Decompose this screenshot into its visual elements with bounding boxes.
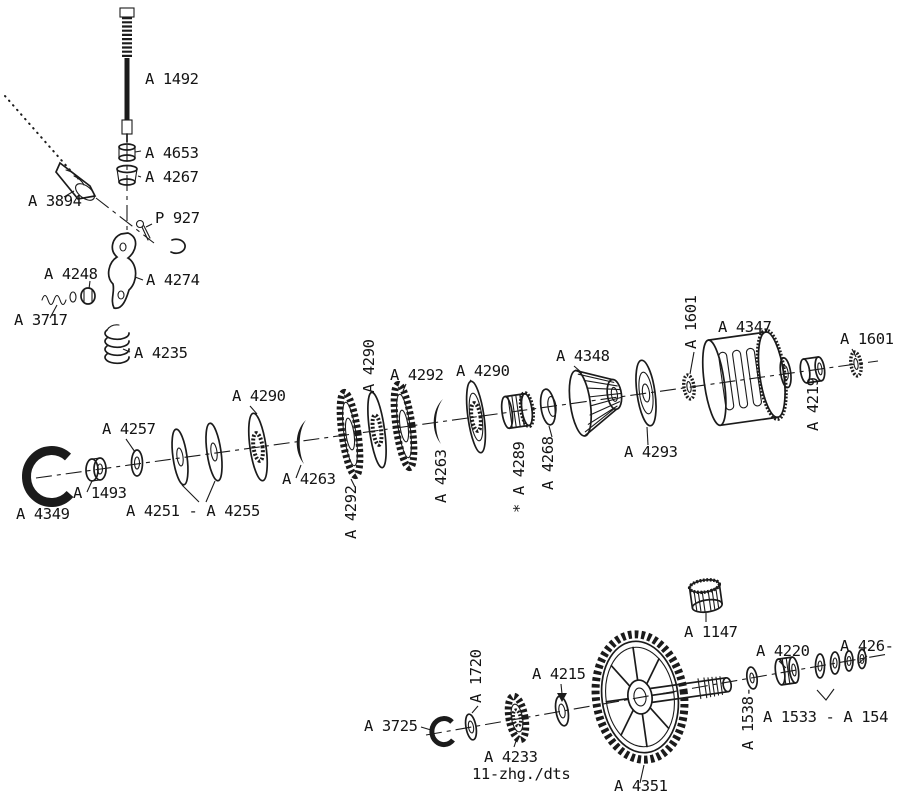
part-clutch-drum xyxy=(701,328,792,427)
part-label-a4263-right: A 4263 xyxy=(432,449,450,503)
part-splined-hub xyxy=(500,391,535,430)
leader-lines xyxy=(49,150,868,784)
part-label-a1493: A 1493 xyxy=(73,484,127,502)
part-label-a4290-stack-top: A 4290 xyxy=(360,339,378,393)
part-lock-washer-right xyxy=(849,350,863,378)
part-label-a426x: A 426- xyxy=(840,637,894,655)
part-label-a4220: A 4220 xyxy=(756,642,810,660)
part-label-a4351: A 4351 xyxy=(614,777,668,795)
part-cotter-pin xyxy=(135,219,151,241)
part-label-a1538: A 1538- xyxy=(739,687,757,750)
part-label-a4292-bottom: A 4292 xyxy=(342,485,360,539)
part-label-a4267: A 4267 xyxy=(145,168,199,186)
part-pressure-plate xyxy=(635,359,657,427)
part-label-a4233: A 4233 xyxy=(484,748,538,766)
part-label-a4268: A 4268 xyxy=(539,436,557,490)
down-arrow-icon xyxy=(557,693,567,702)
part-label-a4348: A 4348 xyxy=(556,347,610,365)
part-label-a4233-note: 11-zhg./dts xyxy=(472,765,570,783)
part-bush-4220 xyxy=(774,656,800,686)
part-label-a4290-right: A 4290 xyxy=(456,362,510,380)
part-finned-cone-hub xyxy=(568,369,623,437)
part-spacer-bush xyxy=(799,356,826,384)
part-c-clip-small xyxy=(429,716,455,748)
part-coil-spring xyxy=(104,324,130,365)
part-adjuster-nut xyxy=(69,287,96,305)
part-label-a4292-top: A 4292 xyxy=(390,366,444,384)
part-wave-washer-left xyxy=(296,420,306,464)
part-label-a4215: A 4215 xyxy=(532,665,586,683)
part-label-a1601-right: A 1601 xyxy=(840,330,894,348)
part-plain-disc-2 xyxy=(205,422,223,482)
part-label-a1147: A 1147 xyxy=(684,623,738,641)
part-locknut xyxy=(118,143,136,162)
part-flanged-bush xyxy=(116,164,138,186)
part-label-a3725: A 3725 xyxy=(364,717,418,735)
part-label-a4349: A 4349 xyxy=(16,505,70,523)
part-splined-sleeve-1147 xyxy=(687,578,723,614)
part-washer-1538 xyxy=(745,666,759,690)
part-washer-1720 xyxy=(464,713,478,741)
part-label-a4257: A 4257 xyxy=(102,420,156,438)
part-label-a3717: A 3717 xyxy=(14,311,68,329)
part-sprocket xyxy=(504,692,530,744)
part-label-a4248: A 4248 xyxy=(44,265,98,283)
part-release-lever xyxy=(107,232,137,310)
part-label-a4219: A 4219 xyxy=(804,377,822,431)
part-label-a4347: A 4347 xyxy=(718,318,772,336)
part-label-a3894: A 3894 xyxy=(28,192,82,210)
part-steel-disc-mid xyxy=(367,391,387,469)
part-small-spring xyxy=(41,294,67,306)
part-label-a1492: A 1492 xyxy=(145,70,199,88)
part-label-a4290-left: A 4290 xyxy=(232,387,286,405)
part-label-a4653: A 4653 xyxy=(145,144,199,162)
part-label-a4274: A 4274 xyxy=(146,271,200,289)
part-label-a1720: A 1720 xyxy=(467,649,485,703)
part-label-a1601-left: A 1601 xyxy=(682,295,700,349)
axis-lines xyxy=(4,95,889,736)
part-labels: A 1492 A 4653 A 4267 A 3894 P 927 A 4248… xyxy=(14,70,894,795)
part-c-clip xyxy=(22,446,74,508)
part-label-p927: P 927 xyxy=(155,209,200,227)
part-main-gear-and-shaft xyxy=(591,630,733,764)
part-splined-disc-left xyxy=(247,412,269,482)
part-label-a1533-range: A 1533 - A 154 xyxy=(763,708,888,726)
part-plain-disc-1 xyxy=(171,428,189,486)
part-shim-set xyxy=(814,648,867,679)
part-label-a4289: * A 4289 xyxy=(510,441,528,513)
part-label-a4235: A 4235 xyxy=(134,344,188,362)
part-friction-disc-1 xyxy=(336,388,364,480)
part-small-washer xyxy=(130,449,144,477)
check-arrow-icon xyxy=(816,688,835,701)
part-wave-washer-right xyxy=(433,399,443,444)
part-lock-washer-left xyxy=(682,373,696,401)
part-label-a4263-left: A 4263 xyxy=(282,470,336,488)
part-label-a4251-a4255: A 4251 - A 4255 xyxy=(126,502,260,520)
part-label-a4293: A 4293 xyxy=(624,443,678,461)
part-cone xyxy=(55,161,97,201)
part-friction-disc-2 xyxy=(390,380,418,472)
part-circlip-ring xyxy=(170,238,186,255)
part-cup-washer xyxy=(539,388,557,426)
part-adjuster-bolt xyxy=(119,7,135,143)
